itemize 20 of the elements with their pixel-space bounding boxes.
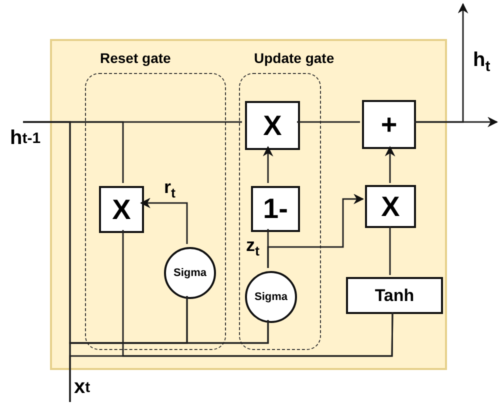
connector-line bbox=[389, 226, 391, 275]
gate-heading: Reset gate bbox=[100, 50, 171, 66]
operation-box: X bbox=[365, 185, 416, 228]
gru-cell-panel bbox=[50, 39, 447, 370]
connector-line bbox=[122, 230, 394, 357]
operation-box: + bbox=[362, 100, 416, 149]
connector-line bbox=[297, 121, 360, 123]
arrow bbox=[262, 146, 274, 183]
arrow bbox=[414, 2, 468, 123]
sigmoid-circle: Sigma bbox=[164, 247, 216, 299]
operation-box: X bbox=[245, 101, 300, 150]
gate-heading: Update gate bbox=[254, 50, 334, 66]
activation-box: Tanh bbox=[346, 277, 443, 314]
output-label: h$_{t}$ bbox=[472, 50, 492, 74]
arrow bbox=[267, 194, 364, 268]
operation-box: 1- bbox=[251, 186, 300, 232]
operation-box: X bbox=[99, 186, 144, 233]
arrow bbox=[140, 198, 188, 244]
sigmoid-circle: Sigma bbox=[245, 271, 297, 323]
arrow bbox=[384, 146, 396, 183]
